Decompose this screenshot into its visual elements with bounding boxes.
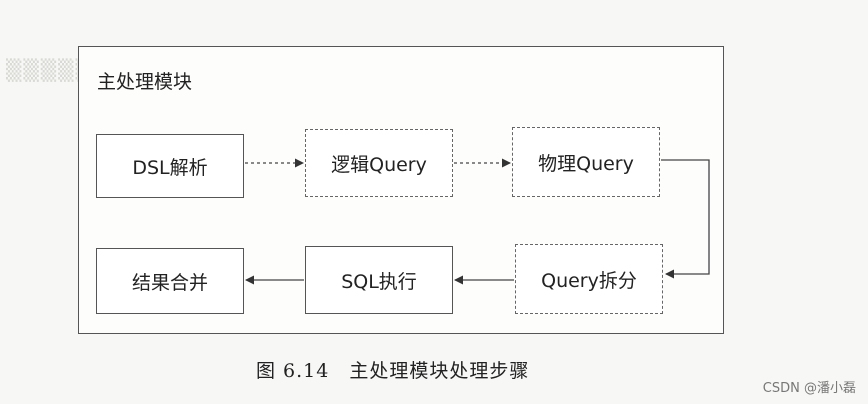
- physical-query-box: 物理Query: [512, 127, 660, 197]
- dsl-parse-label: DSL解析: [132, 156, 208, 179]
- result-merge-box: 结果合并: [96, 248, 244, 314]
- physical-query-label: 物理Query: [538, 152, 634, 175]
- logical-query-box: 逻辑Query: [305, 129, 453, 197]
- sql-exec-label: SQL执行: [341, 270, 417, 293]
- figure-caption: 图 6.14 主处理模块处理步骤: [256, 360, 530, 382]
- logical-query-label: 逻辑Query: [331, 153, 427, 176]
- frame-title: 主处理模块: [97, 71, 193, 93]
- query-split-box: Query拆分: [515, 244, 663, 314]
- csdn-watermark: CSDN @潘小磊: [762, 381, 856, 396]
- dsl-parse-box: DSL解析: [96, 134, 244, 198]
- sql-exec-box: SQL执行: [305, 246, 453, 314]
- result-merge-label: 结果合并: [131, 271, 208, 294]
- arrow-physical-to-split: [661, 159, 710, 279]
- query-split-label: Query拆分: [541, 269, 637, 292]
